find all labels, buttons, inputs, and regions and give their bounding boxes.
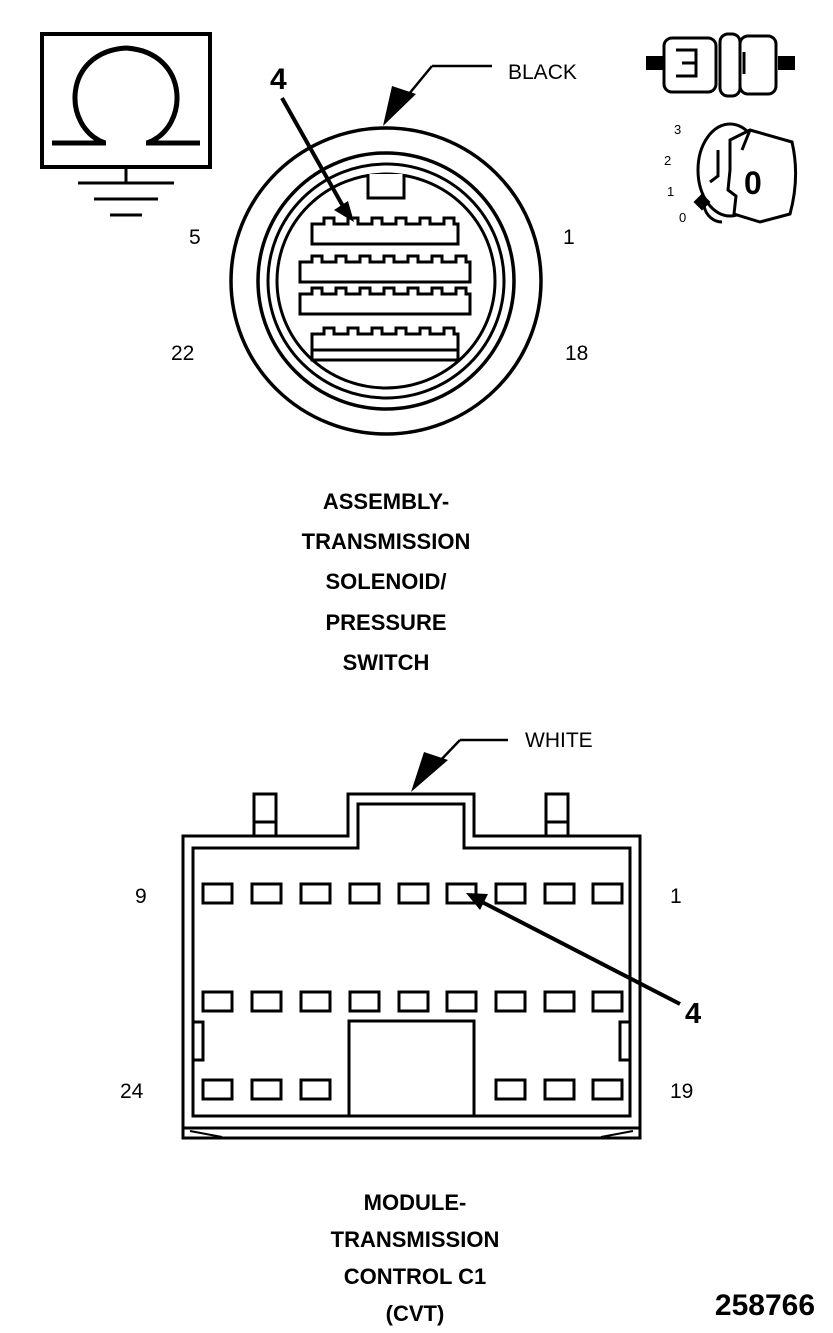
connector-caption: ASSEMBLY- TRANSMISSION SOLENOID/ PRESSUR… — [302, 489, 471, 675]
callout-leader-line — [481, 900, 681, 1006]
connector-caption: MODULE- TRANSMISSION CONTROL C1 (CVT) — [331, 1190, 500, 1326]
caption-line: TRANSMISSION — [331, 1227, 500, 1252]
callout-arrow — [334, 201, 354, 222]
latch-tab — [252, 792, 278, 838]
caption-line: CONTROL C1 — [344, 1264, 487, 1289]
ignition-key-icon: 3 2 1 0 0 — [664, 122, 798, 225]
color-leader-arrow — [383, 86, 416, 126]
color-leader-arrow — [411, 752, 448, 792]
pin-label-bottom-right: 18 — [565, 342, 588, 365]
round-connector: BLACK 4 5 1 22 18 — [171, 61, 588, 436]
pin-label-top-right: 1 — [563, 226, 575, 249]
cavity-row-1 — [201, 882, 624, 905]
latch-tab — [544, 792, 570, 838]
pin-label-bottom-left: 22 — [171, 342, 194, 365]
callout-leader-line — [280, 97, 346, 209]
ohmmeter-icon — [40, 32, 212, 217]
cavity-row-2 — [201, 990, 624, 1013]
connector-color-label: BLACK — [508, 61, 577, 84]
ignition-position-0: 0 — [679, 210, 686, 225]
pin-label-bottom-left: 24 — [120, 1080, 144, 1103]
terminal-row-2 — [298, 254, 472, 284]
pin-label-top-left: 5 — [189, 226, 201, 249]
ignition-key-label: 0 — [744, 165, 762, 201]
connector-probe-icon — [646, 32, 795, 98]
terminal-row-3 — [298, 286, 472, 316]
caption-line: PRESSURE — [325, 610, 446, 635]
pin-label-top-left: 9 — [135, 885, 147, 908]
caption-line: SOLENOID/ — [325, 569, 446, 594]
callout-number: 4 — [270, 63, 287, 96]
pin-label-top-right: 1 — [670, 885, 682, 908]
caption-line: SWITCH — [343, 650, 430, 675]
callout-arrow — [466, 893, 488, 910]
ignition-position-2: 2 — [664, 153, 671, 168]
terminal-row-4 — [310, 326, 460, 362]
callout-number: 4 — [685, 998, 701, 1030]
connector-color-label: WHITE — [525, 729, 593, 752]
caption-line: MODULE- — [364, 1190, 467, 1215]
rectangular-connector: WHITE — [120, 729, 701, 1140]
figure-number: 258766 — [715, 1289, 815, 1322]
ignition-position-1: 1 — [667, 184, 674, 199]
cavity-row-3 — [201, 1078, 624, 1101]
caption-line: TRANSMISSION — [302, 529, 471, 554]
ignition-position-3: 3 — [674, 122, 681, 137]
pin-label-bottom-right: 19 — [670, 1080, 693, 1103]
terminal-row-1 — [310, 216, 460, 246]
caption-line: (CVT) — [386, 1301, 445, 1326]
caption-line: ASSEMBLY- — [323, 489, 449, 514]
center-key-block — [347, 1019, 476, 1118]
